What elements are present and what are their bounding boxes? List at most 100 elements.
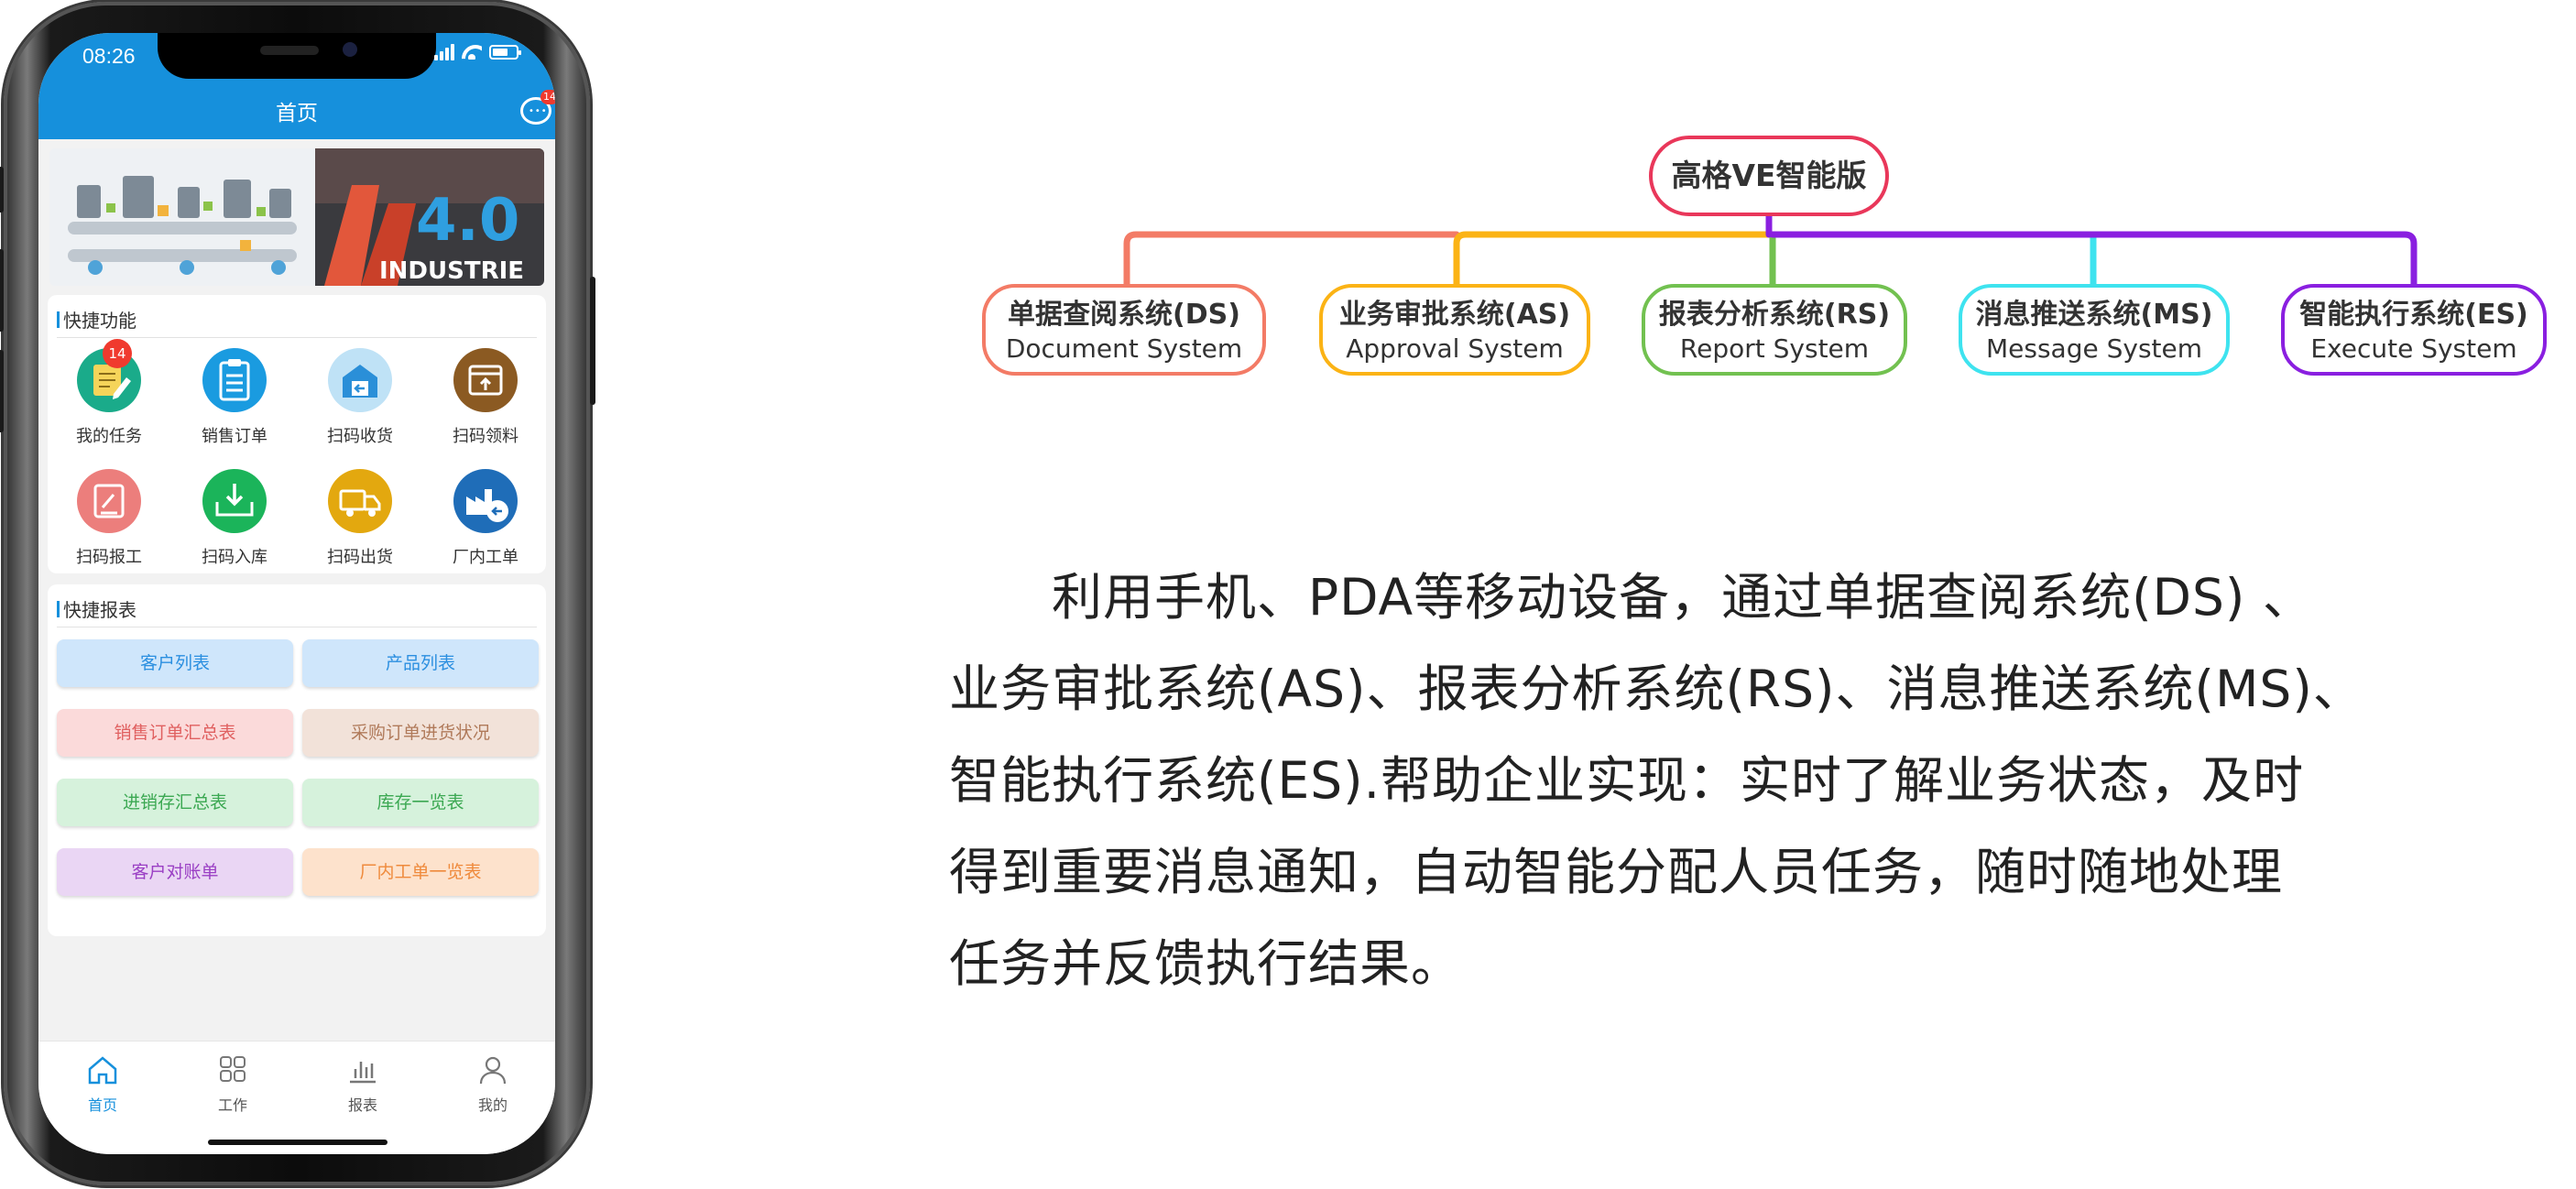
description-line: 业务审批系统(AS)、报表分析系统(RS)、消息推送系统(MS)、 (949, 660, 2364, 718)
message-badge: 14 (540, 90, 555, 104)
description-line: 任务并反馈执行结果。 (949, 934, 1463, 993)
bar-chart-icon (350, 1062, 376, 1084)
industry-banner[interactable]: 4.0 INDUSTRIE (49, 148, 544, 286)
phone-screen: 08:26 首页 ••• 14 (38, 33, 555, 1154)
description-line: 得到重要消息通知，自动智能分配人员任务，随时随地处理 (949, 843, 2284, 901)
truck-icon (328, 469, 392, 533)
speaker (260, 46, 319, 55)
func-scan-receive[interactable]: 扫码收货 (310, 348, 410, 447)
message-button[interactable]: ••• (520, 97, 551, 125)
banner-title-4-0: 4.0 (416, 187, 519, 255)
quick-functions-panel: 快捷功能 14 我的任务 销售订单 扫码收货 (48, 295, 546, 573)
user-icon (479, 1056, 507, 1085)
tab-label: 我的 (477, 1096, 508, 1114)
report-factory-order-list[interactable]: 厂内工单一览表 (302, 848, 539, 896)
home-indicator (208, 1140, 387, 1145)
node-cn-label: 业务审批系统(AS) (1338, 299, 1571, 331)
func-sales-order[interactable]: 销售订单 (184, 348, 285, 447)
report-purchase-order-status[interactable]: 采购订单进货状况 (302, 709, 539, 757)
front-camera (343, 42, 357, 57)
power-button (590, 277, 595, 405)
report-customer-statement[interactable]: 客户对账单 (57, 848, 293, 896)
connector-ds (1123, 231, 1460, 289)
quick-functions-title: 快捷功能 (63, 310, 136, 332)
clipboard-icon (202, 348, 267, 412)
func-scan-report-work[interactable]: 扫码报工 (59, 469, 159, 568)
node-cn-label: 智能执行系统(ES) (2299, 299, 2528, 331)
connector-as (1453, 231, 1776, 289)
tab-reports[interactable]: 报表 (326, 1054, 399, 1115)
node-cn-label: 单据查阅系统(DS) (1008, 299, 1240, 331)
report-stock-overview[interactable]: 库存一览表 (302, 779, 539, 826)
chat-bubble-icon: ••• (529, 106, 548, 116)
func-scan-inbound[interactable]: 扫码入库 (184, 469, 285, 568)
volume-up-button (0, 249, 4, 332)
description-line: 智能执行系统(ES).帮助企业实现：实时了解业务状态，及时 (949, 751, 2305, 810)
func-label: 我的任务 (76, 427, 142, 446)
report-product-list[interactable]: 产品列表 (302, 639, 539, 687)
banner-subtitle: INDUSTRIE (379, 257, 524, 285)
root-node: 高格VE智能版 (1649, 136, 1889, 216)
notch (158, 33, 436, 79)
app-header: 08:26 首页 ••• 14 (38, 33, 555, 139)
bottom-tab-bar: 首页 工作 报表 我的 (38, 1041, 555, 1154)
func-factory-order[interactable]: 厂内工单 (435, 469, 536, 568)
node-en-label: Message System (1985, 333, 2203, 364)
func-scan-material[interactable]: 扫码领料 (435, 348, 536, 447)
node-message-system: 消息推送系统(MS) Message System (1959, 284, 2230, 376)
page-title: 首页 (276, 102, 318, 125)
tab-label: 报表 (347, 1096, 377, 1114)
divider (57, 337, 537, 338)
tab-mine[interactable]: 我的 (456, 1054, 529, 1115)
node-approval-system: 业务审批系统(AS) Approval System (1319, 284, 1590, 376)
quick-reports-header: 快捷报表 (57, 595, 136, 622)
phone-frame: 08:26 首页 ••• 14 (0, 2, 595, 1185)
node-en-label: Report System (1679, 333, 1870, 364)
material-box-icon (453, 348, 518, 412)
func-my-tasks[interactable]: 14 我的任务 (59, 339, 159, 447)
factory-order-icon (453, 469, 518, 533)
tab-label: 工作 (217, 1096, 247, 1114)
report-sales-order-summary[interactable]: 销售订单汇总表 (57, 709, 293, 757)
report-inventory-summary[interactable]: 进销存汇总表 (57, 779, 293, 826)
quick-reports-title: 快捷报表 (63, 599, 136, 621)
task-badge: 14 (103, 339, 132, 368)
func-label: 厂内工单 (453, 548, 518, 567)
node-en-label: Approval System (1346, 333, 1564, 364)
section-accent-bar (57, 600, 60, 617)
node-en-label: Document System (1005, 333, 1243, 364)
signal-icon (434, 44, 454, 60)
description-paragraph: 利用手机、PDA等移动设备，通过单据查阅系统(DS) 、 业务审批系统(AS)、… (949, 551, 2571, 1009)
quick-functions-header: 快捷功能 (57, 306, 136, 333)
quick-reports-panel: 快捷报表 客户列表 产品列表 销售订单汇总表 采购订单进货状况 进销存汇总表 库… (48, 584, 546, 936)
battery-icon (489, 45, 521, 60)
func-label: 销售订单 (202, 427, 267, 446)
node-execute-system: 智能执行系统(ES) Execute System (2281, 284, 2547, 376)
node-cn-label: 消息推送系统(MS) (1975, 299, 2213, 331)
func-scan-ship[interactable]: 扫码出货 (310, 469, 410, 568)
node-document-system: 单据查阅系统(DS) Document System (982, 284, 1266, 376)
tab-label: 首页 (87, 1096, 117, 1114)
node-cn-label: 报表分析系统(RS) (1658, 299, 1891, 331)
report-work-icon (77, 469, 141, 533)
node-en-label: Execute System (2310, 333, 2517, 364)
description-line: 利用手机、PDA等移动设备，通过单据查阅系统(DS) 、 (949, 568, 2314, 627)
section-accent-bar (57, 311, 60, 328)
report-customer-list[interactable]: 客户列表 (57, 639, 293, 687)
grid-icon (220, 1056, 246, 1082)
func-label: 扫码收货 (327, 427, 393, 446)
volume-down-button (0, 350, 4, 432)
connector-es (1769, 231, 2418, 289)
func-label: 扫码领料 (453, 427, 518, 446)
wifi-icon (462, 45, 482, 60)
mute-switch (0, 167, 4, 213)
inbound-icon (202, 469, 267, 533)
tab-home[interactable]: 首页 (66, 1054, 139, 1115)
warehouse-receive-icon (328, 348, 392, 412)
func-label: 扫码出货 (327, 548, 393, 567)
tab-work[interactable]: 工作 (196, 1054, 269, 1115)
func-label: 扫码报工 (76, 548, 142, 567)
status-time: 08:26 (82, 44, 136, 68)
status-icons (434, 44, 521, 60)
